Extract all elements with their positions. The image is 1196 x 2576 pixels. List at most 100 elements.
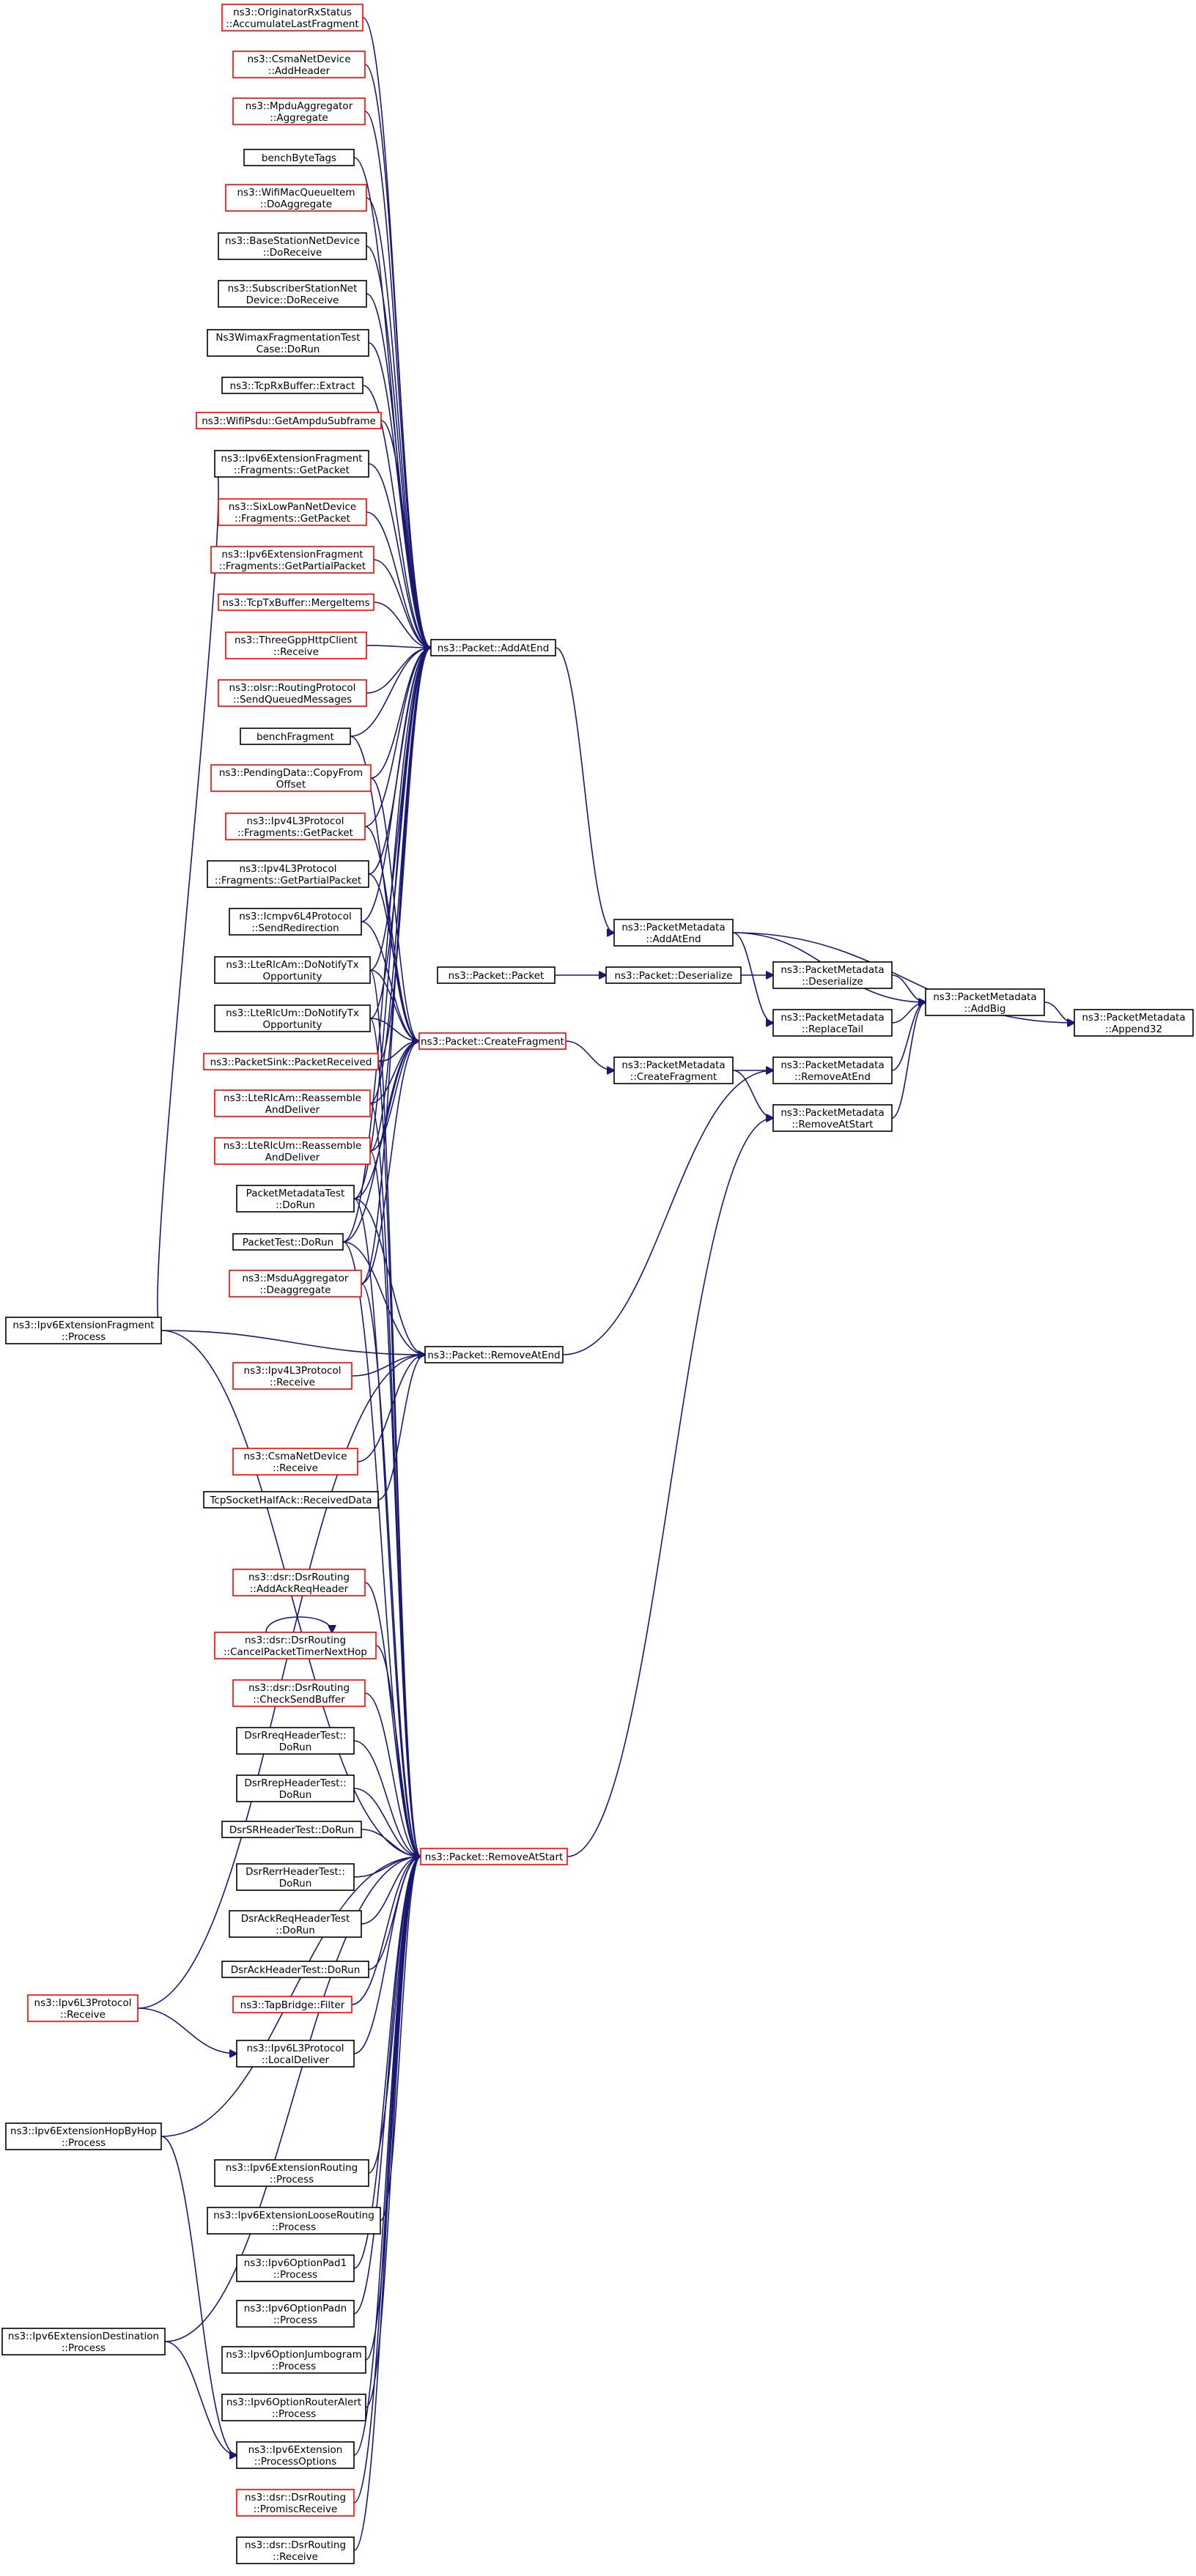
function-node-c16[interactable]: ns3::olsr::RoutingProtocol::SendQueuedMe…: [218, 679, 367, 707]
function-node-c55[interactable]: ns3::dsr::DsrRouting::PromiscReceive: [236, 2489, 355, 2517]
call-edge: [368, 873, 419, 1041]
node-box: [424, 1346, 564, 1363]
function-node-c47[interactable]: ns3::Ipv6ExtensionRouting::Process: [214, 2159, 369, 2187]
node-box: [27, 1994, 139, 2022]
call-edge: [373, 559, 431, 648]
node-label: ::DoRun: [276, 1925, 315, 1936]
node-label: Case::DoRun: [256, 344, 320, 355]
function-node-c7[interactable]: ns3::SubscriberStationNetDevice::DoRecei…: [218, 280, 367, 308]
function-node-c32[interactable]: ns3::CsmaNetDevice::Receive: [232, 1448, 358, 1476]
call-edge: [364, 1582, 421, 1857]
function-node-c39[interactable]: DsrSRHeaderTest::DoRun: [221, 1821, 362, 1838]
function-node-c15[interactable]: ns3::ThreeGppHttpClient::Receive: [225, 632, 367, 659]
function-node-c2[interactable]: ns3::CsmaNetDevice::AddHeader: [232, 51, 366, 78]
function-node-c5[interactable]: ns3::WifiMacQueueItem::DoAggregate: [225, 184, 367, 212]
node-label: ::Receive: [270, 1377, 315, 1388]
function-node-p-addatend[interactable]: ns3::Packet::AddAtEnd: [430, 639, 556, 656]
function-node-c48[interactable]: ns3::Ipv6ExtensionLooseRouting::Process: [207, 2207, 381, 2235]
function-node-c51[interactable]: ns3::Ipv6OptionJumbogram::Process: [221, 2346, 366, 2374]
function-node-c4[interactable]: benchByteTags: [243, 149, 355, 166]
function-node-c14[interactable]: ns3::TcpTxBuffer::MergeItems: [218, 593, 374, 611]
node-label: Ns3WimaxFragmentationTest: [215, 332, 360, 344]
node-label: ns3::Ipv6Extension: [248, 2444, 343, 2456]
function-node-c37[interactable]: DsrRreqHeaderTest::DoRun: [236, 1727, 355, 1755]
node-box: [229, 1270, 362, 1298]
call-edge: [353, 1788, 421, 1857]
node-label: ns3::dsr::DsrRouting: [248, 1682, 350, 1694]
function-node-c52[interactable]: ns3::Ipv6ExtensionDestination::Process: [1, 2328, 166, 2355]
function-node-c12[interactable]: ns3::SixLowPanNetDevice::Fragments::GetP…: [218, 498, 367, 526]
call-edge: [555, 647, 614, 933]
node-box: [214, 1004, 371, 1032]
node-label: ns3::Ipv6OptionPadn: [244, 2303, 347, 2314]
function-node-c38[interactable]: DsrRrepHeaderTest::DoRun: [236, 1774, 355, 1802]
function-node-c34[interactable]: ns3::dsr::DsrRouting::AddAckReqHeader: [232, 1569, 366, 1596]
function-node-pm-replacetail[interactable]: ns3::PacketMetadata::ReplaceTail: [772, 1009, 893, 1037]
function-node-c36[interactable]: ns3::dsr::DsrRouting::CheckSendBuffer: [232, 1679, 366, 1707]
function-node-p-removeatstart[interactable]: ns3::Packet::RemoveAtStart: [420, 1848, 568, 1865]
function-node-c19[interactable]: ns3::Ipv4L3Protocol::Fragments::GetPacke…: [225, 813, 366, 840]
call-edge: [351, 1857, 421, 2005]
function-node-c29[interactable]: ns3::MsduAggregator::Deaggregate: [229, 1270, 362, 1298]
node-box: [221, 1961, 369, 1978]
function-node-c54[interactable]: ns3::Ipv6Extension::ProcessOptions: [236, 2441, 355, 2469]
node-label: ::Fragments::GetPartialPacket: [215, 875, 361, 887]
function-node-p-removeatend[interactable]: ns3::Packet::RemoveAtEnd: [424, 1346, 564, 1363]
node-label: ::ReplaceTail: [802, 1024, 863, 1035]
function-node-c43[interactable]: ns3::TapBridge::Filter: [232, 1996, 352, 2013]
function-node-pm-createfragment[interactable]: ns3::PacketMetadata::CreateFragment: [613, 1056, 734, 1084]
function-node-c56[interactable]: ns3::dsr::DsrRouting::Receive: [236, 2536, 355, 2564]
function-node-c13[interactable]: ns3::Ipv6ExtensionFragment::Fragments::G…: [210, 546, 374, 574]
node-box: [236, 1727, 355, 1755]
function-node-pm-deserialize[interactable]: ns3::PacketMetadata::Deserialize: [772, 961, 893, 989]
node-label: benchByteTags: [262, 152, 336, 164]
function-node-c50[interactable]: ns3::Ipv6OptionPadn::Process: [236, 2300, 355, 2328]
node-box: [214, 1137, 371, 1165]
function-node-c17[interactable]: benchFragment: [240, 728, 351, 745]
function-node-p-deserialize[interactable]: ns3::Packet::Deserialize: [605, 966, 742, 984]
function-node-c46[interactable]: ns3::Ipv6ExtensionHopByHop::Process: [5, 2122, 162, 2150]
function-node-pm-addatend[interactable]: ns3::PacketMetadata::AddAtEnd: [613, 919, 734, 947]
function-node-c27[interactable]: PacketMetadataTest::DoRun: [236, 1185, 355, 1213]
function-node-c10[interactable]: ns3::WifiPsdu::GetAmpduSubframe: [196, 412, 382, 429]
function-node-c3[interactable]: ns3::MpduAggregator::Aggregate: [232, 97, 366, 125]
node-label: ns3::PacketMetadata: [621, 922, 725, 933]
function-node-c21[interactable]: ns3::Icmpv6L4Protocol::SendRedirection: [229, 908, 362, 936]
function-node-c9[interactable]: ns3::TcpRxBuffer::Extract: [221, 377, 363, 394]
node-label: ns3::LteRlcUm::Reassemble: [224, 1140, 362, 1152]
function-node-p-packet[interactable]: ns3::Packet::Packet: [437, 966, 555, 984]
function-node-c33[interactable]: TcpSocketHalfAck::ReceivedData: [203, 1491, 379, 1509]
function-node-addbig[interactable]: ns3::PacketMetadata::AddBig: [925, 988, 1045, 1016]
node-box: [218, 232, 367, 260]
function-node-c44[interactable]: ns3::Ipv6L3Protocol::Receive: [27, 1994, 139, 2022]
function-node-p-createfragment[interactable]: ns3::Packet::CreateFragment: [418, 1032, 566, 1050]
function-node-pm-removeatend[interactable]: ns3::PacketMetadata::RemoveAtEnd: [772, 1056, 893, 1084]
function-node-c30[interactable]: ns3::Ipv6ExtensionFragment::Process: [5, 1317, 162, 1344]
node-label: DsrAckReqHeaderTest: [241, 1913, 350, 1925]
function-node-c28[interactable]: PacketTest::DoRun: [232, 1233, 344, 1251]
function-node-c35[interactable]: ns3::dsr::DsrRouting::CancelPacketTimerN…: [214, 1632, 377, 1659]
function-node-pm-removeatstart[interactable]: ns3::PacketMetadata::RemoveAtStart: [772, 1104, 893, 1132]
function-node-c53[interactable]: ns3::Ipv6OptionRouterAlert::Process: [221, 2394, 366, 2421]
node-label: ns3::Packet::Deserialize: [614, 970, 732, 982]
function-node-c6[interactable]: ns3::BaseStationNetDevice::DoReceive: [218, 232, 367, 260]
node-label: ns3::TcpTxBuffer::MergeItems: [222, 597, 369, 609]
call-edge: [368, 342, 431, 648]
function-node-c1[interactable]: ns3::OriginatorRxStatus::AccumulateLastF…: [221, 4, 363, 32]
function-node-c20[interactable]: ns3::Ipv4L3Protocol::Fragments::GetParti…: [207, 860, 369, 888]
function-node-c24[interactable]: ns3::PacketSink::PacketReceived: [203, 1053, 379, 1070]
function-node-c40[interactable]: DsrRerrHeaderTest::DoRun: [236, 1863, 355, 1891]
function-node-c42[interactable]: DsrAckHeaderTest::DoRun: [221, 1961, 369, 1978]
function-node-c41[interactable]: DsrAckReqHeaderTest::DoRun: [229, 1910, 362, 1938]
function-node-c49[interactable]: ns3::Ipv6OptionPad1::Process: [236, 2254, 355, 2282]
function-node-c11[interactable]: ns3::Ipv6ExtensionFragment::Fragments::G…: [214, 450, 369, 478]
node-box: [214, 1089, 371, 1117]
function-node-c31[interactable]: ns3::Ipv4L3Protocol::Receive: [232, 1362, 352, 1390]
function-node-c45[interactable]: ns3::Ipv6L3Protocol::LocalDeliver: [236, 2040, 355, 2068]
